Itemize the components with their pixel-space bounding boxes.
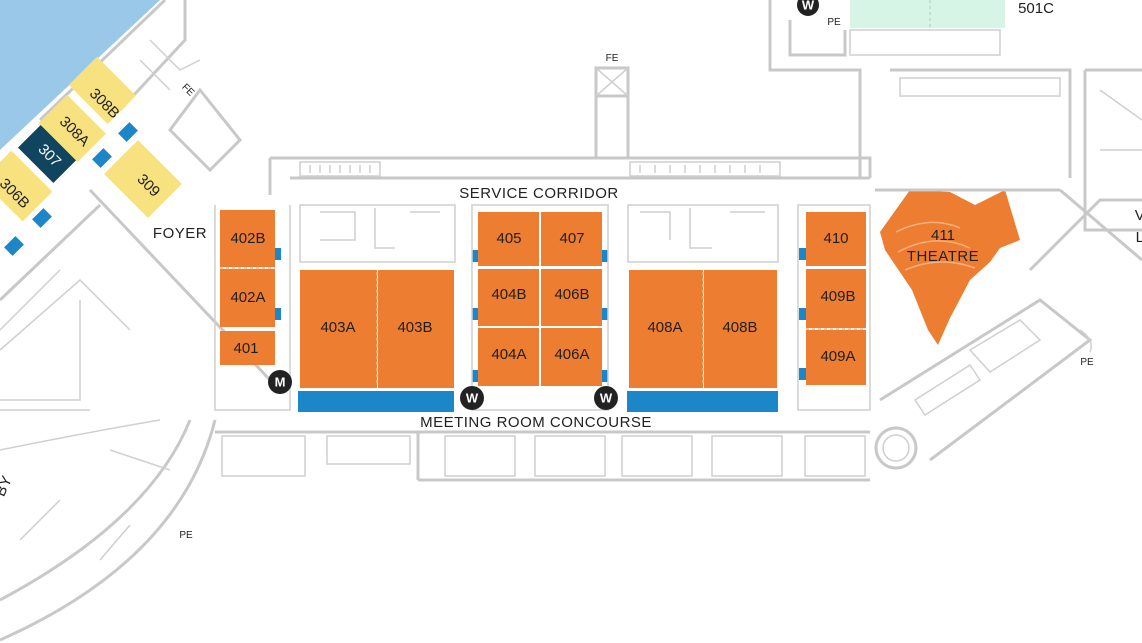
svg-text:404B: 404B: [491, 286, 526, 303]
room-402b: 402B: [220, 210, 275, 267]
lower-facade-walls: [215, 430, 870, 482]
svg-text:402A: 402A: [230, 289, 265, 306]
room-402a: 402A: [220, 269, 275, 327]
foyer-label: FOYER: [153, 225, 207, 242]
washroom-marker-north: [797, 0, 819, 16]
room-409b: 409B: [806, 269, 866, 328]
room-403b: 403B: [378, 270, 454, 388]
room-309: 309: [104, 140, 182, 218]
concourse-bar-west: [298, 391, 454, 412]
room-404b: 404B: [478, 269, 539, 326]
svg-text:M: M: [275, 375, 286, 390]
clipped-lobby-label: BY: [0, 473, 16, 499]
svg-text:409A: 409A: [820, 348, 855, 365]
pe-label-east: PE: [1080, 357, 1094, 368]
room-410: 410: [806, 212, 866, 266]
room-406a: 406A: [541, 328, 602, 386]
svg-text:FE: FE: [606, 53, 619, 64]
pe-label-north: PE: [827, 17, 841, 28]
svg-text:406B: 406B: [554, 286, 589, 303]
svg-text:SERVICE CORRIDOR: SERVICE CORRIDOR: [459, 185, 618, 202]
svg-text:W: W: [802, 0, 815, 13]
room-404a: 404A: [478, 328, 539, 386]
room-501c: 501C: [850, 0, 1054, 28]
svg-text:401: 401: [233, 340, 258, 357]
svg-text:403A: 403A: [320, 319, 355, 336]
svg-text:501C: 501C: [1018, 0, 1054, 17]
meeting-room-concourse-label: MEETING ROOM CONCOURSE: [420, 414, 652, 431]
room-411-theatre: 411 THEATRE: [880, 190, 1020, 345]
room-306b: 306B: [0, 150, 53, 222]
svg-text:408A: 408A: [647, 319, 682, 336]
svg-text:402B: 402B: [230, 230, 265, 247]
svg-text:W: W: [466, 391, 479, 406]
room-408a: 408A: [629, 270, 703, 388]
service-corridor: SERVICE CORRIDOR: [268, 156, 872, 202]
mothers-room-marker: [268, 370, 292, 394]
washroom-marker-east: [594, 386, 618, 410]
fe-shaft: FE: [594, 53, 630, 158]
room-307: 307: [18, 125, 76, 183]
svg-text:406A: 406A: [554, 346, 589, 363]
room-406b: 406B: [541, 269, 602, 326]
svg-text:W: W: [600, 391, 613, 406]
concourse-bar-east: [627, 391, 778, 412]
clipped-right-label-2: L: [1136, 229, 1142, 246]
svg-text:403B: 403B: [397, 319, 432, 336]
svg-text:THEATRE: THEATRE: [907, 248, 979, 265]
svg-text:409B: 409B: [820, 288, 855, 305]
washroom-marker-west: [460, 386, 484, 410]
clipped-right-label-1: V: [1135, 207, 1142, 224]
room-401: 401: [220, 331, 275, 365]
northwest-wing-walls: [0, 0, 272, 382]
svg-text:407: 407: [559, 230, 584, 247]
room-407: 407: [541, 212, 602, 266]
lobby-curve-walls: [0, 300, 217, 642]
room-405: 405: [478, 212, 539, 266]
svg-text:405: 405: [496, 230, 521, 247]
room-408b: 408B: [704, 270, 777, 388]
inner-block-walls: [214, 204, 871, 411]
room-308b: 308B: [68, 56, 136, 124]
north-building-walls: [768, 0, 1142, 232]
room-409a: 409A: [806, 330, 866, 385]
room-403a: 403A: [300, 270, 377, 388]
svg-text:404A: 404A: [491, 346, 526, 363]
svg-text:408B: 408B: [722, 319, 757, 336]
theatre-surround-walls: [874, 188, 1142, 470]
room-308a: 308A: [38, 94, 106, 162]
pe-label-southwest: PE: [179, 530, 193, 541]
svg-text:410: 410: [823, 230, 848, 247]
svg-text:411: 411: [931, 227, 955, 244]
